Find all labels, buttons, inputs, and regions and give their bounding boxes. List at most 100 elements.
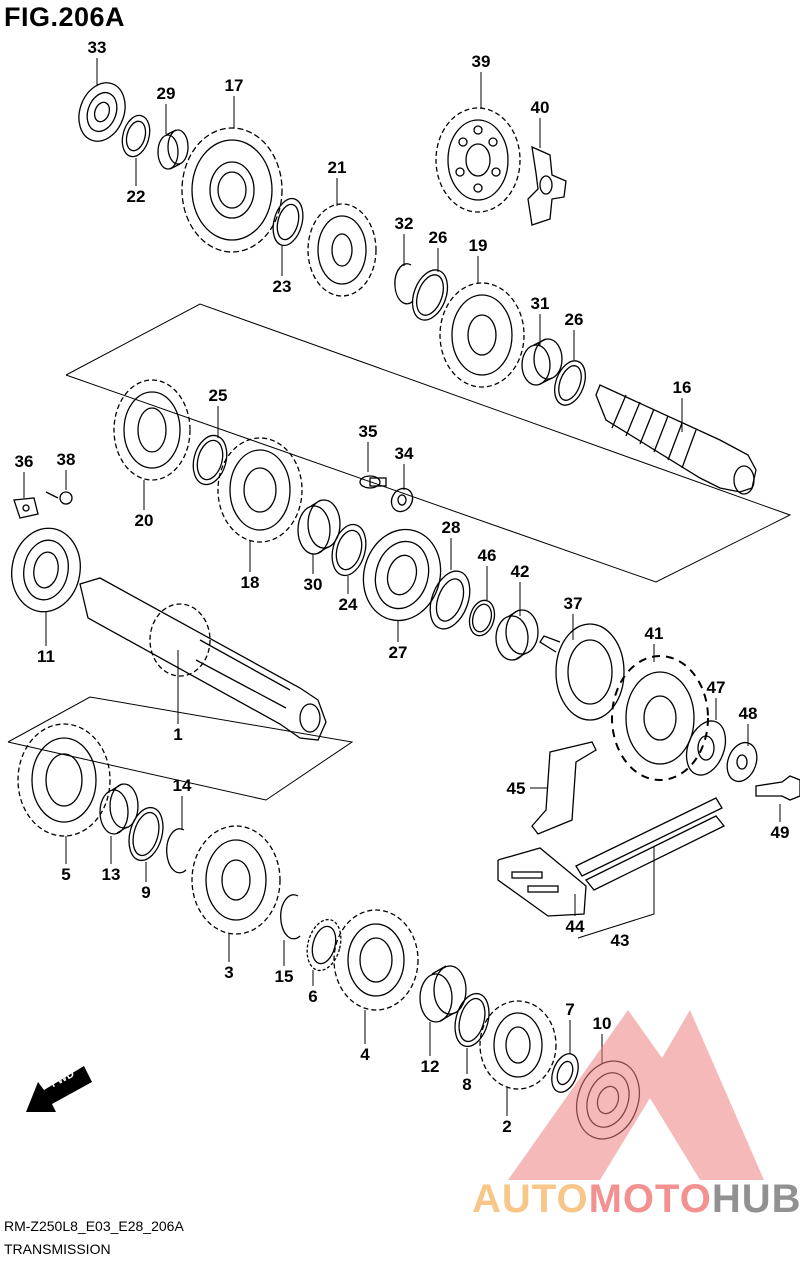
part-number-label: 26 <box>429 228 448 247</box>
part-11-bearing <box>11 527 81 613</box>
part-17-gear <box>181 127 283 253</box>
part-number-label: 24 <box>339 595 358 614</box>
part-number-label: 41 <box>645 624 664 643</box>
part-38-bolt <box>45 491 73 505</box>
part-5-gear <box>17 723 111 837</box>
part-number-label: 28 <box>442 518 461 537</box>
part-number-label: 27 <box>389 643 408 662</box>
part-number-label: 40 <box>531 98 550 117</box>
part-43-chain <box>575 797 726 891</box>
part-32-circlip <box>394 263 414 305</box>
part-15-circlip <box>280 894 301 940</box>
part-37-guard <box>539 623 625 721</box>
part-number-label: 49 <box>771 823 790 842</box>
part-46-o-ring <box>468 599 496 637</box>
part-number-label: 23 <box>273 277 292 296</box>
part-39-gear <box>435 107 521 213</box>
part-49-bolt <box>755 775 800 801</box>
part-number-label: 7 <box>565 1000 574 1019</box>
part-number-label: 37 <box>564 594 583 613</box>
part-number-label: 42 <box>511 562 530 581</box>
part-33-bearing <box>78 82 126 142</box>
part-number-label: 39 <box>472 52 491 71</box>
part-14-circlip <box>166 828 187 874</box>
part-number-label: 33 <box>88 38 107 57</box>
group-outline-upper <box>65 303 792 583</box>
part-28-oil-seal <box>429 570 471 630</box>
part-number-label: 15 <box>275 967 294 986</box>
part-6-spline-washer <box>306 918 342 972</box>
fwd-arrow-icon <box>26 1066 92 1112</box>
watermark-moto: MOTO <box>588 1177 712 1221</box>
part-number-label: 36 <box>15 452 34 471</box>
part-2-gear <box>479 1000 557 1090</box>
part-number-label: 22 <box>127 187 146 206</box>
part-number-label: 18 <box>241 573 260 592</box>
part-23-washer <box>272 197 304 247</box>
part-number-label: 48 <box>739 704 758 723</box>
part-number-label: 5 <box>61 865 70 884</box>
part-40-plate <box>527 145 567 226</box>
part-number-label: 29 <box>157 84 176 103</box>
watermark-hub: HUB <box>711 1177 800 1221</box>
part-26-washer <box>411 269 449 321</box>
part-number-label: 47 <box>707 678 726 697</box>
part-number-label: 19 <box>469 236 488 255</box>
part-number-label: 10 <box>593 1014 612 1033</box>
part-number-label: 44 <box>566 917 585 936</box>
part-number-label: 17 <box>225 76 244 95</box>
part-number-label: 35 <box>359 422 378 441</box>
part-36-bracket <box>13 497 39 519</box>
part-number-label: 25 <box>209 386 228 405</box>
part-number-label: 46 <box>478 546 497 565</box>
part-41-engine-sprocket <box>611 655 709 781</box>
part-number-label: 30 <box>304 575 323 594</box>
part-number-label: 13 <box>102 865 121 884</box>
part-45-guide-plate <box>531 741 597 835</box>
part-35-screw <box>359 475 387 489</box>
leader-lines <box>23 58 781 1116</box>
part-number-label: 9 <box>141 883 150 902</box>
part-number-label: 43 <box>611 931 630 950</box>
part-22-washer <box>121 114 151 158</box>
part-4-gear <box>333 909 419 1011</box>
part-number-label: 20 <box>135 511 154 530</box>
watermark-auto: AUTO <box>472 1177 589 1221</box>
part-number-label: 38 <box>57 450 76 469</box>
part-number-label: 2 <box>502 1117 511 1136</box>
part-42-spacer <box>495 609 539 661</box>
part-number-label: 1 <box>173 725 182 744</box>
part-25-washer <box>192 434 228 486</box>
part-number-label: 31 <box>531 294 550 313</box>
part-number-label: 6 <box>308 987 317 1006</box>
part-44-chain-joint <box>497 847 587 917</box>
part-number-label: 26 <box>565 310 584 329</box>
part-19-gear <box>439 282 525 388</box>
part-47-washer <box>685 720 727 776</box>
part-31-bushing <box>521 338 563 386</box>
part-3-gear <box>191 825 281 935</box>
part-30-bushing <box>297 499 341 555</box>
part-26-washer-2 <box>554 360 586 406</box>
part-number-label: 3 <box>224 963 233 982</box>
part-16-countershaft <box>595 384 757 495</box>
part-27-bearing <box>362 528 442 622</box>
part-34-washer <box>390 487 414 513</box>
watermark-logo <box>508 1010 764 1180</box>
part-number-label: 8 <box>462 1075 471 1094</box>
part-number-label: 14 <box>173 776 192 795</box>
part-20-gear <box>113 379 191 481</box>
part-number-label: 45 <box>507 779 526 798</box>
part-48-washer <box>726 741 758 783</box>
figure-title: FIG.206A <box>4 2 126 32</box>
part-number-label: 16 <box>673 378 692 397</box>
part-number-label: 12 <box>421 1057 440 1076</box>
part-8-washer <box>454 992 490 1048</box>
part-29-bushing <box>157 129 189 170</box>
part-18-gear <box>217 437 303 543</box>
part-number-label: 21 <box>328 158 347 177</box>
group-outline-lower <box>7 696 354 801</box>
part-number-label: 11 <box>37 647 55 666</box>
